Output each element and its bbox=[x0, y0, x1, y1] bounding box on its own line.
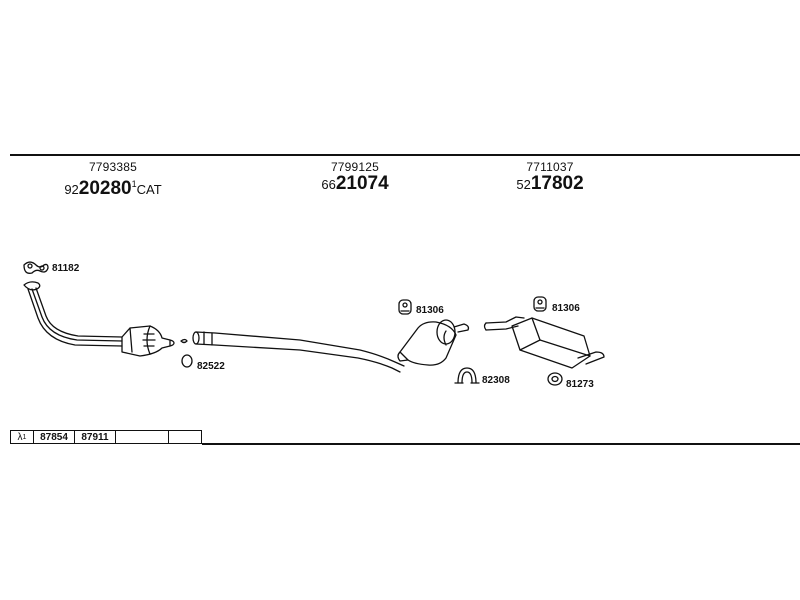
lambda-part-cell: 87854 bbox=[34, 431, 75, 443]
lambda-part-cell: 87911 bbox=[75, 431, 116, 443]
clamp-ring-icon bbox=[180, 338, 193, 368]
callout-u-clamp: 82308 bbox=[482, 375, 510, 386]
assembly-part-number: 92202801CAT bbox=[64, 178, 162, 199]
gasket-front-icon bbox=[23, 261, 49, 274]
assembly-oe-number: 7793385 bbox=[88, 160, 138, 174]
rubber-hanger-middle-icon bbox=[398, 299, 412, 315]
assembly-front-pipe-cat: 7793385 92202801CAT bbox=[58, 160, 168, 200]
assembly-part-number: 5217802 bbox=[516, 173, 584, 194]
rear-pipe-icon bbox=[483, 316, 525, 331]
assembly-middle-pipe: 7799125 6621074 bbox=[305, 160, 405, 195]
lambda-part-cell bbox=[116, 431, 169, 443]
callout-rubber-ring: 81273 bbox=[566, 379, 594, 390]
callout-hanger-rear: 81306 bbox=[552, 303, 580, 314]
rear-silencer-icon bbox=[511, 317, 605, 369]
middle-pipe-icon bbox=[192, 331, 405, 373]
middle-silencer-icon bbox=[397, 319, 470, 366]
lambda-empty-cell bbox=[169, 431, 201, 443]
assembly-oe-number: 7799125 bbox=[330, 160, 380, 174]
assembly-part-number: 6621074 bbox=[321, 173, 389, 194]
assembly-rear-silencer: 7711037 5217802 bbox=[500, 160, 600, 195]
bottom-divider-line bbox=[202, 443, 800, 445]
callout-hanger-middle: 81306 bbox=[416, 305, 444, 316]
u-clamp-icon bbox=[454, 367, 480, 384]
callout-gasket-front: 81182 bbox=[52, 263, 80, 274]
callout-clamp-ring: 82522 bbox=[197, 361, 225, 372]
assembly-oe-number: 7711037 bbox=[526, 160, 574, 174]
front-pipe-icon bbox=[23, 281, 123, 347]
top-divider-line bbox=[10, 154, 800, 156]
rubber-hanger-rear-icon bbox=[533, 296, 547, 312]
catalytic-converter-icon bbox=[121, 325, 175, 357]
rubber-ring-icon bbox=[547, 372, 563, 386]
